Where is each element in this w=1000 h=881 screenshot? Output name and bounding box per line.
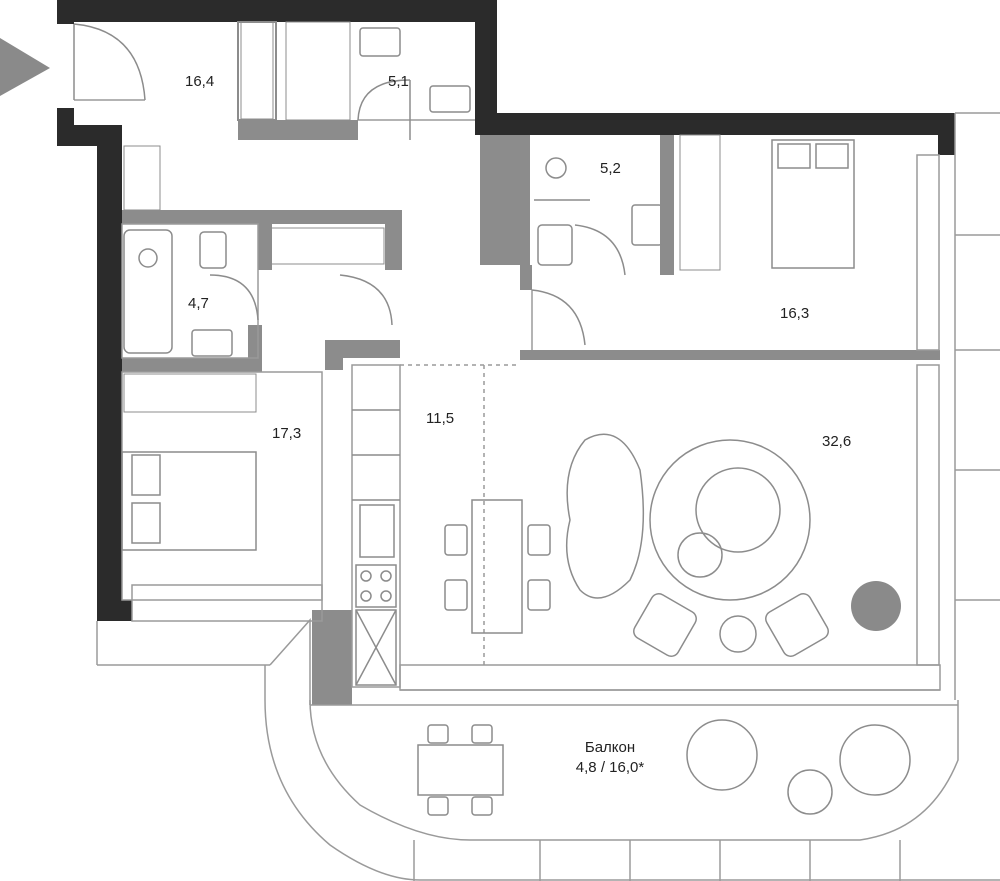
- room-area-bathroom: 4,7: [188, 295, 209, 312]
- plumbing: [123, 27, 663, 357]
- balcony-title: Балкон: [584, 739, 636, 756]
- bed-icon: [771, 139, 855, 269]
- coffee-table: [695, 467, 781, 553]
- dining: [444, 499, 551, 634]
- beds: [121, 139, 855, 551]
- balcony-label: Балкон 4,8 / 16,0*: [560, 738, 660, 778]
- pillow: [131, 502, 161, 544]
- sink-icon: [359, 504, 395, 558]
- armchair-icon: [686, 719, 758, 791]
- thin-lines: [74, 99, 1000, 705]
- balcony-area: 4,8 / 16,0*: [575, 759, 645, 776]
- room-area-hall: 16,4: [185, 73, 215, 90]
- room-area-wc: 5,1: [388, 73, 409, 90]
- pillow: [777, 143, 811, 169]
- room-area-living: 32,6: [822, 433, 852, 450]
- rug: [649, 439, 811, 601]
- shower-icon: [545, 157, 567, 179]
- armchair-icon: [765, 593, 829, 657]
- toilet-icon: [429, 85, 471, 113]
- armchair-icon: [839, 724, 911, 796]
- room-area-kitchen: 11,5: [426, 410, 455, 427]
- toilet-icon: [199, 231, 227, 269]
- dining-table: [471, 499, 523, 634]
- living: [565, 433, 829, 657]
- armchair-icon: [633, 593, 697, 657]
- wardrobes: [123, 21, 721, 413]
- balcony-furniture: [417, 719, 911, 816]
- pillow: [131, 454, 161, 496]
- room-area-bathroom-master: 5,2: [600, 160, 621, 177]
- toilet-icon: [537, 224, 573, 266]
- room-area-bedroom: 17,3: [272, 425, 302, 442]
- sofa: [565, 433, 645, 599]
- bathtub-icon: [123, 229, 173, 354]
- pillow: [815, 143, 849, 169]
- partitions: [122, 21, 940, 705]
- doors: [73, 23, 626, 346]
- sink-icon: [359, 27, 401, 57]
- sink-icon: [631, 204, 663, 246]
- sink-icon: [191, 329, 233, 357]
- balcony-outline: [264, 665, 1000, 881]
- exterior-walls: [57, 0, 955, 621]
- stove-icon: [355, 564, 397, 608]
- bed-icon: [121, 451, 257, 551]
- room-area-bedroom-master: 16,3: [780, 305, 810, 322]
- bath-drain: [138, 248, 158, 268]
- entrance-arrow-icon: [0, 38, 50, 96]
- kitchen: [352, 409, 400, 686]
- plant-icon: [851, 581, 901, 631]
